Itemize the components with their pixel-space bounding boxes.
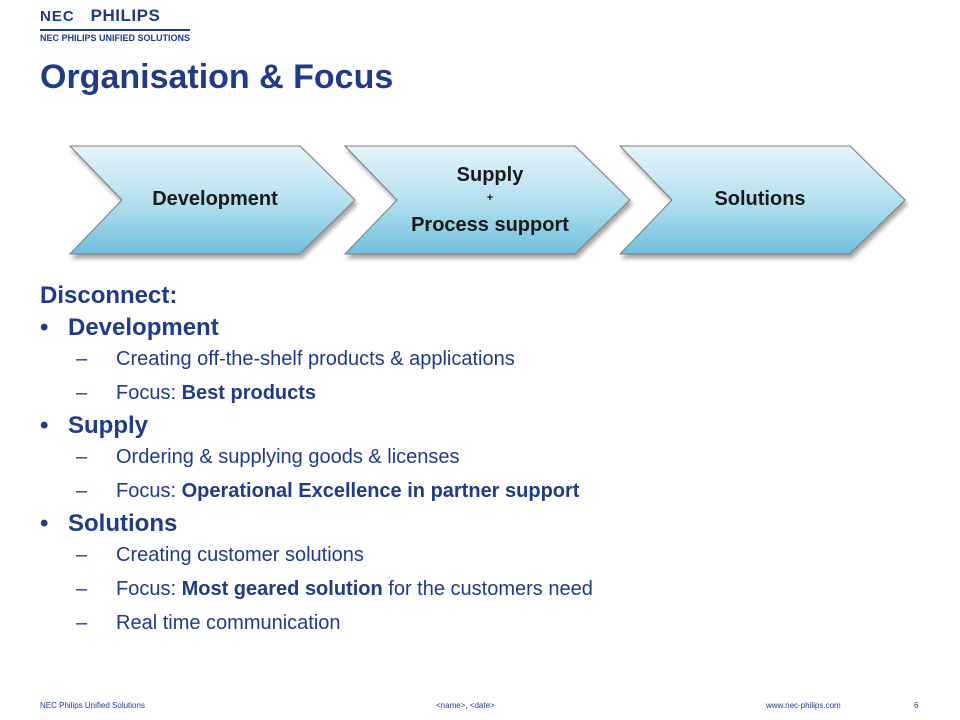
list-item: –Real time communication bbox=[76, 606, 940, 640]
list-item: –Creating off-the-shelf products & appli… bbox=[76, 342, 940, 376]
section-supply: • Supply –Ordering & supplying goods & li… bbox=[40, 412, 940, 508]
footer-url: www.nec-philips.com bbox=[766, 701, 841, 710]
list-item: –Focus: Most geared solution for the cus… bbox=[76, 572, 940, 606]
list-item: –Focus: Best products bbox=[76, 376, 940, 410]
step-supply-line1: Supply bbox=[456, 164, 524, 186]
bullet-icon: • bbox=[40, 314, 49, 341]
company-logo: NEC PHILIPS NEC PHILIPS UNIFIED SOLUTION… bbox=[40, 6, 190, 43]
step-supply-line2: Process support bbox=[411, 214, 569, 236]
dash-icon: – bbox=[76, 446, 88, 468]
section-title: Supply bbox=[68, 412, 149, 439]
process-arrows: Development Supply + Process support Sol… bbox=[60, 142, 910, 262]
logo-rule bbox=[40, 29, 190, 31]
dash-icon: – bbox=[76, 348, 88, 370]
footer-company: NEC Philips Unified Solutions bbox=[40, 701, 145, 710]
bullet-icon: • bbox=[40, 510, 49, 537]
page-number: 6 bbox=[914, 701, 919, 710]
dash-icon: – bbox=[76, 544, 88, 566]
list-item: –Ordering & supplying goods & licenses bbox=[76, 440, 940, 474]
section-solutions: •Solutions –Creating customer solutions … bbox=[40, 510, 940, 640]
dash-icon: – bbox=[76, 612, 88, 634]
slide-body: Disconnect: • Development –Creating off-t… bbox=[40, 282, 940, 640]
dash-icon: – bbox=[76, 578, 88, 600]
arrow-solutions bbox=[618, 145, 906, 255]
arrow-development bbox=[68, 145, 356, 255]
step-supply-plus: + bbox=[486, 192, 494, 204]
body-heading: Disconnect: bbox=[40, 282, 178, 309]
section-development: • Development –Creating off-the-shelf pro… bbox=[40, 314, 940, 410]
list-item: –Focus: Operational Excellence in partne… bbox=[76, 474, 940, 508]
logo-subtitle: NEC PHILIPS UNIFIED SOLUTIONS bbox=[40, 33, 191, 43]
logo-nec: NEC bbox=[40, 8, 75, 25]
process-arrows-graphic bbox=[68, 145, 906, 255]
step-solutions-label: Solutions bbox=[714, 188, 806, 210]
slide-title: Organisation & Focus bbox=[40, 58, 394, 96]
footer-name-date: <name>, <date> bbox=[436, 701, 495, 710]
arrow-supply bbox=[343, 145, 631, 255]
dash-icon: – bbox=[76, 382, 88, 404]
section-title: Solutions bbox=[68, 510, 178, 537]
list-item: –Creating customer solutions bbox=[76, 538, 940, 572]
step-development-label: Development bbox=[152, 188, 278, 210]
bullet-icon: • bbox=[40, 412, 49, 439]
section-title: Development bbox=[68, 314, 219, 341]
dash-icon: – bbox=[76, 480, 88, 502]
logo-philips: PHILIPS bbox=[90, 6, 161, 25]
